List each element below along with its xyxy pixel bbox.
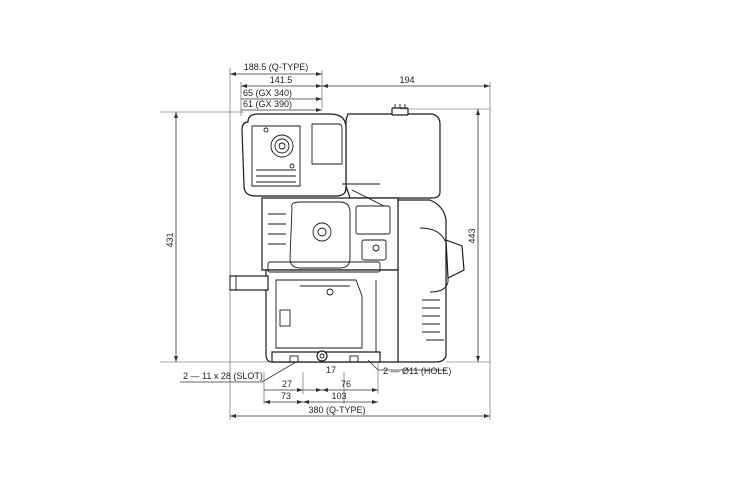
hole-note: 2 — Ø11 (HOLE) <box>383 366 451 376</box>
dim-73: 73 <box>281 391 291 401</box>
dim-431: 431 <box>165 232 175 247</box>
dim-380-q-type: 380 (Q-TYPE) <box>308 405 365 415</box>
dimension-lines <box>174 72 490 418</box>
dim-188-5-q-type: 188.5 (Q-TYPE) <box>244 62 309 72</box>
dim-27: 27 <box>282 379 292 389</box>
dim-17: 17 <box>326 365 336 375</box>
engine-outline <box>229 104 465 363</box>
dim-141-5: 141.5 <box>270 75 293 85</box>
dim-76: 76 <box>341 379 351 389</box>
dim-103: 103 <box>331 391 346 401</box>
dim-443: 443 <box>467 228 477 243</box>
dim-65-gx340: 65 (GX 340) <box>243 88 292 98</box>
slot-note: 2 — 11 x 28 (SLOT) <box>183 371 263 381</box>
dim-194: 194 <box>399 75 414 85</box>
extension-lines <box>160 68 491 420</box>
dim-61-gx390: 61 (GX 390) <box>243 99 292 109</box>
